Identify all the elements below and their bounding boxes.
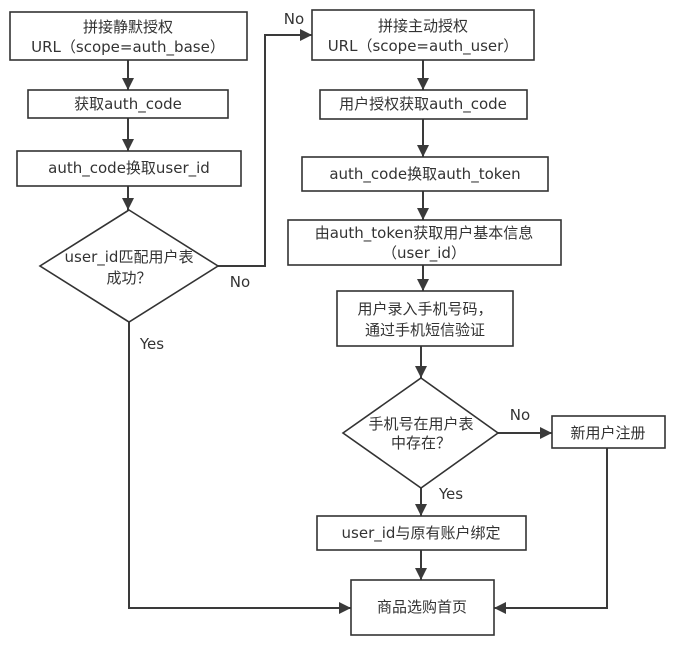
node-bind-account: user_id与原有账户绑定 [316, 515, 527, 551]
edge-label-match-yes: Yes [139, 335, 164, 353]
node-active-auth-url: 拼接主动授权 URL（scope=auth_user） [311, 9, 535, 61]
decision-label-line-2: 成功？ [106, 269, 151, 287]
node-silent-auth-url: 拼接静默授权 URL（scope=auth_base） [9, 11, 248, 61]
node-label: 用户授权获取auth_code [339, 95, 507, 114]
node-box [287, 219, 562, 266]
node-label-line-2: 通过手机短信验证 [365, 321, 485, 339]
decision-diamond [38, 209, 220, 323]
edge-label-match-no: No [230, 273, 250, 291]
node-box [336, 290, 514, 347]
node-label-line-1: 拼接主动授权 [378, 17, 468, 35]
edge-register-to-home [494, 448, 608, 614]
node-box [311, 9, 535, 61]
edge-label-phone-yes: Yes [438, 485, 463, 503]
decision-diamond [341, 377, 500, 489]
decision-phone-exists: 手机号在用户表 中存在？ [341, 377, 500, 489]
node-box [350, 579, 495, 636]
node-label-line-1: 用户录入手机号码， [357, 300, 492, 318]
node-home: 商品选购首页 [350, 579, 495, 636]
node-code-to-userid: auth_code换取user_id [16, 150, 242, 187]
node-box [551, 415, 666, 449]
node-register: 新用户注册 [551, 415, 666, 449]
decision-label-line-1: user_id匹配用户表 [65, 248, 194, 267]
node-phone-verify: 用户录入手机号码， 通过手机短信验证 [336, 290, 514, 347]
node-box [9, 11, 248, 61]
node-label: auth_code换取user_id [48, 159, 210, 178]
edge-label-match-no-top: No [284, 10, 304, 28]
node-label: 新用户注册 [570, 424, 645, 442]
node-code-to-token: auth_code换取auth_token [301, 156, 549, 192]
edge-label-phone-no: No [510, 406, 530, 424]
node-box [319, 89, 528, 120]
node-token-userinfo: 由auth_token获取用户基本信息 （user_id） [287, 219, 562, 266]
node-label-line-2: （user_id） [382, 244, 466, 263]
node-label: 获取auth_code [74, 95, 182, 114]
node-label: 商品选购首页 [377, 598, 467, 616]
decision-label-line-1: 手机号在用户表 [368, 415, 473, 433]
node-box [16, 150, 242, 187]
node-label: auth_code换取auth_token [329, 165, 520, 184]
decision-label-line-2: 中存在？ [391, 434, 451, 452]
node-box [316, 515, 527, 551]
node-label-line-2: URL（scope=auth_base） [31, 38, 225, 57]
node-get-auth-code: 获取auth_code [27, 89, 229, 119]
edge-match-yes-to-home [128, 322, 351, 614]
node-label-line-1: 由auth_token获取用户基本信息 [315, 224, 534, 243]
node-label-line-1: 拼接静默授权 [83, 18, 173, 36]
node-label: user_id与原有账户绑定 [342, 524, 501, 543]
decision-match-user: user_id匹配用户表 成功？ [38, 209, 220, 323]
edge-match-no-to-active-url [218, 29, 312, 267]
node-user-auth-code: 用户授权获取auth_code [319, 89, 528, 120]
node-box [301, 156, 549, 192]
node-label-line-2: URL（scope=auth_user） [328, 37, 519, 56]
node-box [27, 89, 229, 119]
